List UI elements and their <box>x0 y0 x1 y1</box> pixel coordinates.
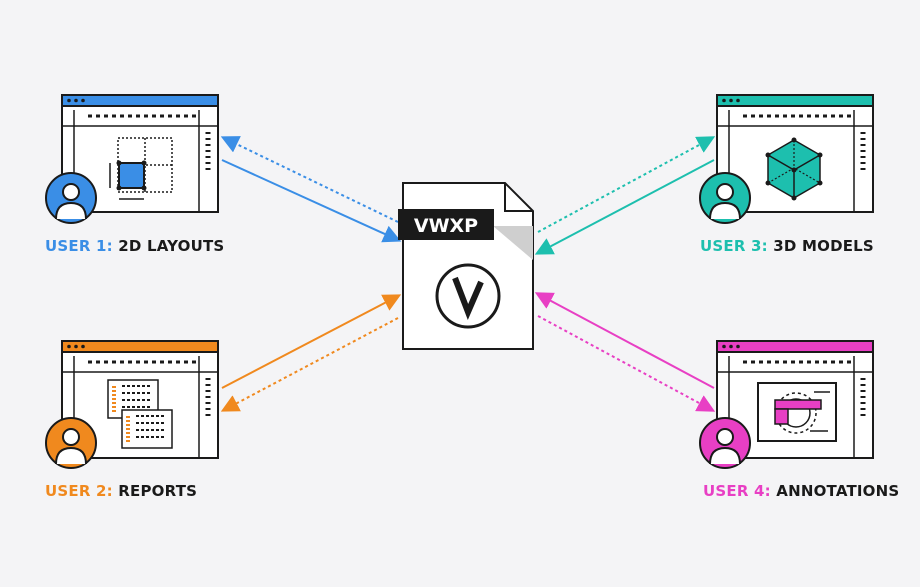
user4-avatar <box>699 417 751 469</box>
user2-upload-arrow <box>221 294 402 389</box>
2d-layout-grid-icon <box>109 137 173 200</box>
user3-caption: USER 3: 3D MODELS <box>700 237 874 255</box>
user1-avatar <box>45 172 97 224</box>
user1-label: 2D LAYOUTS <box>118 237 225 255</box>
vwxp-file-icon: VWXP <box>398 182 534 350</box>
user3-download-arrow <box>537 136 716 233</box>
user1-prefix: USER 1: <box>45 237 113 255</box>
user1-download-arrow <box>220 136 399 223</box>
user1-window <box>61 94 219 213</box>
user1-upload-arrow <box>221 159 402 243</box>
file-fold-shadow <box>493 226 533 260</box>
vectorworks-v-logo-icon <box>435 263 501 329</box>
user3-avatar <box>699 172 751 224</box>
user4-upload-arrow <box>534 292 715 389</box>
user3-upload-arrow <box>534 159 715 255</box>
3d-cube-icon <box>765 137 823 201</box>
user4-download-arrow <box>537 315 716 412</box>
user4-prefix: USER 4: <box>703 482 771 500</box>
window-titlebar <box>61 340 219 353</box>
user4-label: ANNOTATIONS <box>776 482 900 500</box>
file-badge-label: VWXP <box>414 215 478 237</box>
window-titlebar <box>716 94 874 107</box>
user2-avatar <box>45 417 97 469</box>
connection-arrows <box>220 136 716 412</box>
user4-caption: USER 4: ANNOTATIONS <box>703 482 899 500</box>
file-badge <box>398 209 494 240</box>
user2-label: REPORTS <box>118 482 198 500</box>
window-titlebar <box>61 94 219 107</box>
user2-download-arrow <box>220 317 399 412</box>
user2-caption: USER 2: REPORTS <box>45 482 197 500</box>
user1-caption: USER 1: 2D LAYOUTS <box>45 237 224 255</box>
spreadsheet-report-icon <box>107 379 173 449</box>
user3-label: 3D MODELS <box>773 237 874 255</box>
user3-prefix: USER 3: <box>700 237 768 255</box>
window-titlebar <box>716 340 874 353</box>
user2-prefix: USER 2: <box>45 482 113 500</box>
annotation-drawing-icon <box>757 382 837 442</box>
